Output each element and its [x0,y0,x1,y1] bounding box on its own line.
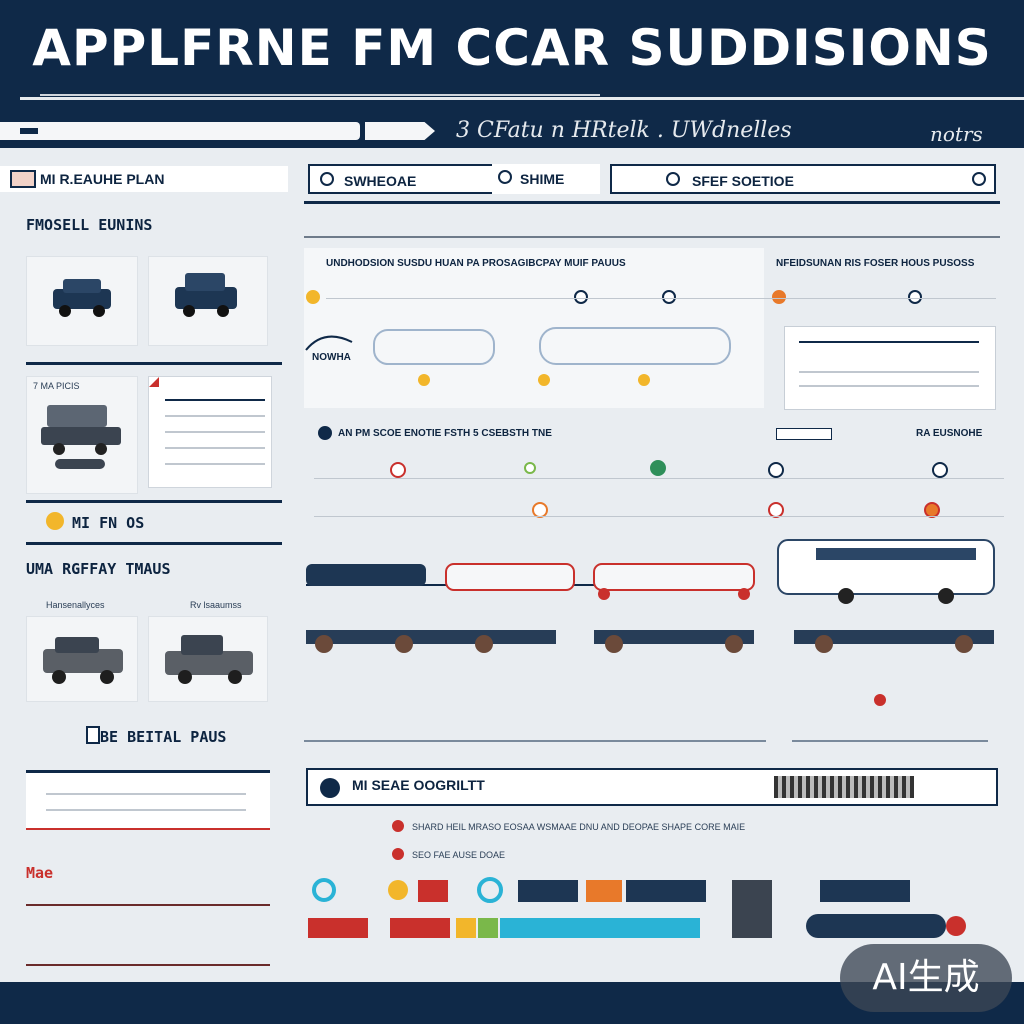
step-icon [390,462,406,478]
caption: Hansenallyces [46,600,105,610]
car-card[interactable] [148,256,268,346]
flow-node-icon [908,290,922,304]
toggle-input[interactable] [776,428,832,440]
subtitle-bar [0,122,360,140]
page-title: APPLFRNE FM CCAR SUDDISIONS [32,19,992,77]
car-card[interactable] [26,616,138,702]
car-card[interactable] [26,256,138,346]
bottom-panel-header: MI SEAE OOGRILTT [306,768,998,806]
divider [26,500,282,503]
flow-title: UNDHODSION SUSDU HUAN PA PROSAGIBCPAY MU… [326,258,626,269]
subtitle: 3 CFatu n HRtelk . UWdnelles [456,118,792,143]
title-divider-thin [40,94,600,96]
vehicle-row-icon [306,563,755,600]
mini-card-label: 7 MA PICIS [33,381,80,391]
axle-row-icon [306,630,994,653]
panel-line: SHARD HEIL MRASO EOSAA WSMAAE DNU AND DE… [412,822,746,832]
step-icon [768,462,784,478]
tab-sfef-soetioe[interactable]: SFEF SOETIOE [610,164,996,194]
vehicle-blueprint-icon [305,327,731,386]
step-icon [924,502,940,518]
vehicle-label: NOWHA [312,352,351,363]
divider [26,542,282,545]
title-divider [20,97,1024,100]
section-title: AN PM SCOE ENOTIE FSTH 5 CSEBSTH TNE [338,428,552,439]
ai-badge: AI生成 [840,944,1012,1012]
step-icon [532,502,548,518]
tab-shime[interactable]: SHIME [492,164,600,194]
alert-icon [874,694,886,706]
flow-node-icon [306,290,320,304]
flow-node-icon [772,290,786,304]
divider [304,740,766,742]
jeep-icon [43,637,123,684]
subtitle-arrow [365,122,435,140]
step-icon [524,462,536,474]
detail-icon [86,726,100,744]
tab-circle-icon [498,170,512,184]
suv-icon [53,279,111,317]
step-icon [650,460,666,476]
plan-label: MI R.EAUHE PLAN [40,171,165,187]
details-panel [26,770,270,830]
panel-icon [320,778,340,798]
panel-line: SEO FAE AUSE DOAE [412,850,506,860]
plan-label-box: MI R.EAUHE PLAN [0,166,288,192]
section-heading-models: FMOSELL EUNINS [26,216,153,234]
step-line [314,478,1004,479]
info-icon [46,512,64,530]
section-heading-details: BE BEITAL PAUS [100,728,227,746]
bullet-icon [392,848,404,860]
step-icon [768,502,784,518]
section-heading-more: Mae [26,864,54,882]
engine-icon [41,405,121,469]
truck-icon [175,273,237,317]
tab-circle-icon [320,172,334,186]
info-label: MI FN OS [72,514,145,532]
flow-line [326,298,996,299]
notes-panel [784,326,996,410]
subtitle-tick [20,128,38,134]
step-icon [932,462,948,478]
flow-node-icon [662,290,676,304]
divider [792,740,988,742]
color-bars-icon [308,877,966,938]
mini-car-card[interactable]: 7 MA PICIS [26,376,138,494]
bus-icon [777,539,995,604]
settings-icon [972,172,986,186]
tab-circle-icon [666,172,680,186]
divider [26,904,270,906]
barcode-icon [774,776,914,798]
caption: Rv lsaaumss [190,600,242,610]
divider [304,236,1000,238]
flow-title-right: NFEIDSUNAN RIS FOSER HOUS PUSOSS [776,258,975,269]
tab-strip [304,162,1000,204]
section-title-right: RA EUSNOHE [916,428,983,439]
subtitle-notes: notrs [930,122,983,146]
bullet-icon [392,820,404,832]
pickup-icon [165,635,253,684]
section-heading-traffic: UMA RGFFAY TMAUS [26,560,171,578]
plan-icon [10,170,36,188]
divider [26,964,270,966]
section-bullet-icon [318,426,332,440]
divider [26,362,282,365]
flow-node-icon [574,290,588,304]
car-card[interactable] [148,616,268,702]
step-line [314,516,1004,517]
data-sheet [148,376,272,488]
